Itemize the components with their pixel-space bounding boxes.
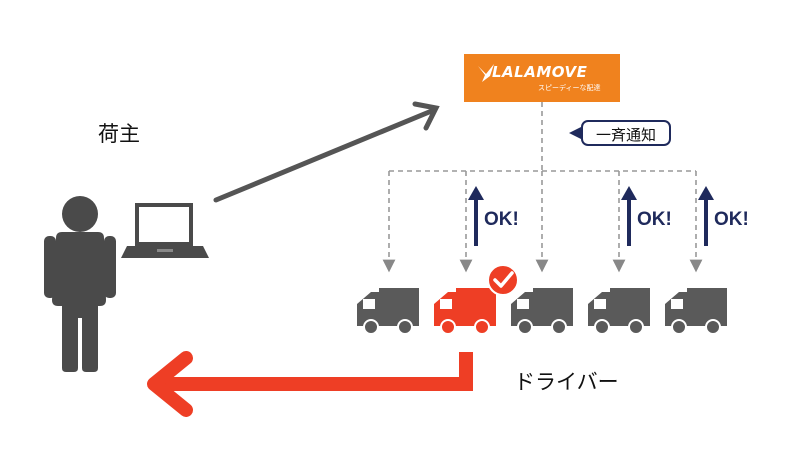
- broadcast-notification-bubble: 一斉通知: [581, 120, 671, 146]
- accept-arrows: [468, 186, 714, 246]
- person-icon: [44, 196, 116, 372]
- driver-label: ドライバー: [514, 370, 619, 394]
- logo-name: LALAMOVE: [492, 63, 588, 81]
- truck-icon-5: [665, 288, 727, 335]
- logo-tagline: スピーディーな配達: [538, 84, 601, 92]
- bubble-pointer: [569, 126, 583, 140]
- return-arrow: [147, 351, 473, 417]
- check-icon: [487, 264, 519, 296]
- lalamove-logo: LALAMOVE スピーディーな配達: [464, 54, 620, 102]
- truck-icon-selected: [434, 288, 496, 335]
- request-arrow: [213, 101, 440, 203]
- truck-icon-1: [357, 288, 419, 335]
- truck-icon-4: [588, 288, 650, 335]
- notification-text: 一斉通知: [595, 126, 656, 144]
- truck-icon-3: [511, 288, 573, 335]
- shipper-label: 荷主: [98, 122, 140, 146]
- ok-label-3: OK!: [714, 209, 749, 230]
- ok-label-1: OK!: [484, 209, 519, 230]
- dispatch-lines: [382, 102, 703, 273]
- ok-label-2: OK!: [637, 209, 672, 230]
- lalamove-mark-icon: [478, 64, 494, 82]
- laptop-icon: [121, 203, 209, 258]
